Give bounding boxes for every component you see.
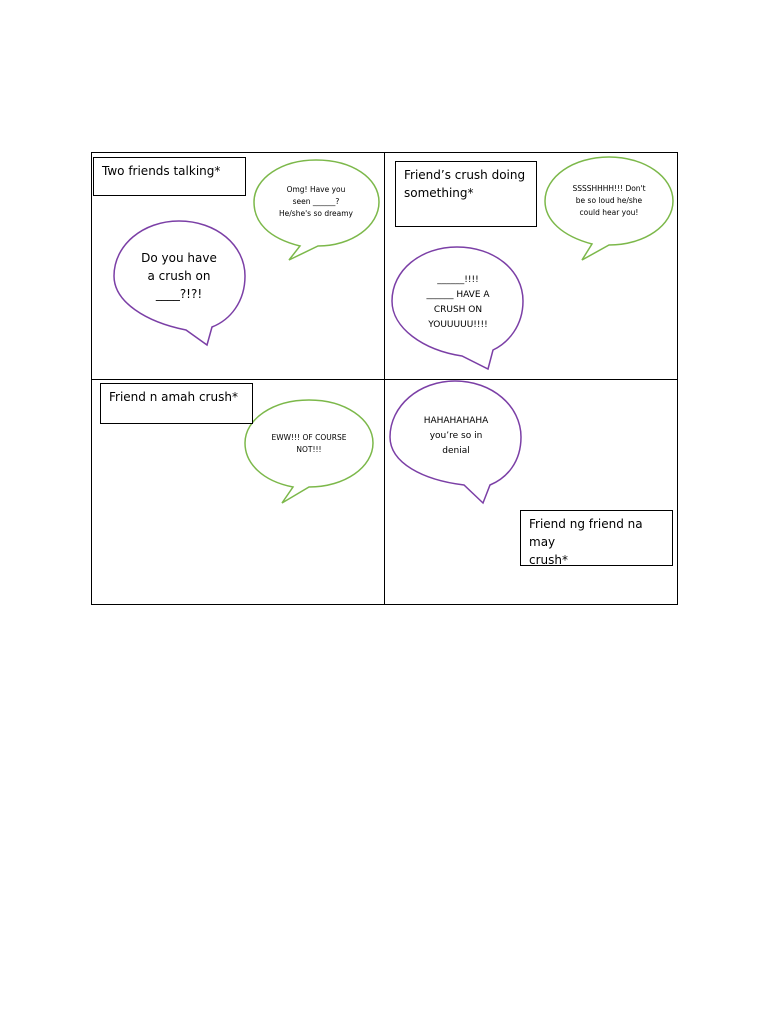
panel3-caption: Friend n amah crush*: [100, 383, 253, 424]
panel1-purple-bubble-text: Do you have a crush on ____?!?!: [141, 251, 217, 301]
panel4-caption: Friend ng friend na may crush*: [520, 510, 673, 567]
panel-divider-vertical: [384, 153, 385, 604]
panel-divider-horizontal: [92, 379, 677, 380]
panel2-caption: Friend’s crush doing something*: [395, 161, 537, 227]
panel1-caption: Two friends talking*: [93, 157, 246, 196]
panel3-green-bubble-text: EWW!!! OF COURSE NOT!!!: [271, 433, 347, 454]
comic-strip-grid: [91, 152, 678, 605]
panel1-green-bubble-text: Omg! Have you seen ______? He/she's so d…: [279, 185, 353, 218]
panel2-purple-bubble-text: ______!!!! ______ HAVE A CRUSH ON YOUUUU…: [426, 275, 490, 330]
panel4-purple-bubble-text: HAHAHAHAHA you’re so in denial: [423, 415, 489, 456]
panel2-green-bubble-text: SSSSHHHH!!! Don't be so loud he/she coul…: [572, 184, 646, 217]
